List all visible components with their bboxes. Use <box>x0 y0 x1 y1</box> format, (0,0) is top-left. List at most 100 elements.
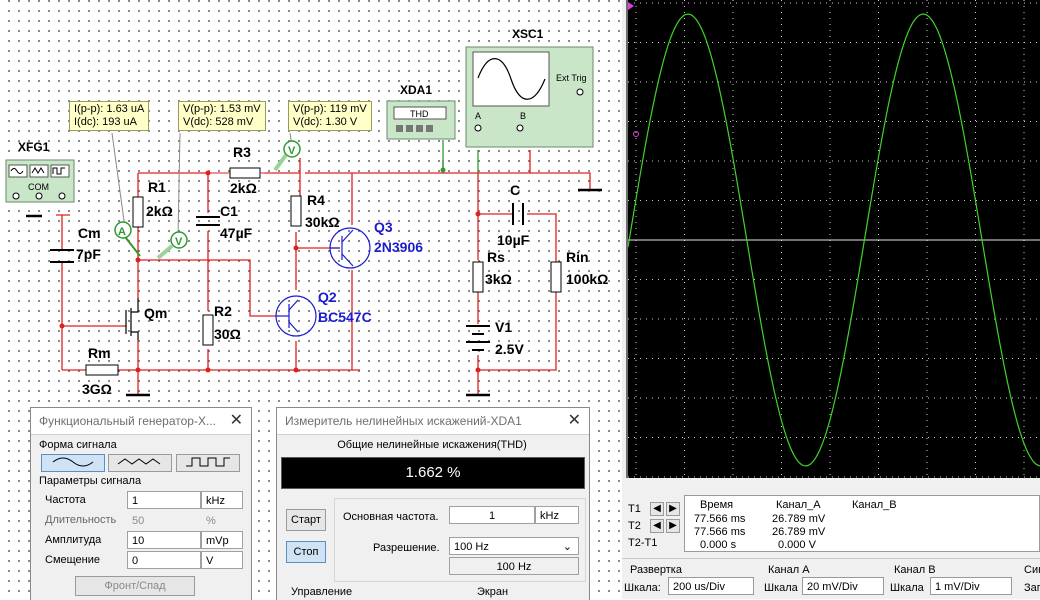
frequency-label: Частота <box>45 494 86 506</box>
row-t1-channel-a: 26.789 mV <box>772 513 826 525</box>
v1-name: V1 <box>495 319 512 335</box>
col-header-time: Время <box>700 499 734 511</box>
channel-b-section-label: Канал B <box>894 564 936 576</box>
duty-label: Длительность <box>45 514 117 526</box>
screen-label: Экран <box>477 586 509 598</box>
voltmeter-probe-2[interactable]: V <box>273 140 301 172</box>
transistor-q2[interactable] <box>275 295 317 337</box>
divider <box>622 558 1040 559</box>
probe-line: V(dc): 1.30 V <box>293 116 358 128</box>
square-wave-button[interactable] <box>176 454 240 472</box>
fundamental-label: Основная частота. <box>343 511 439 523</box>
oscilloscope-xsc1[interactable]: Ext Trig A B <box>465 46 594 148</box>
voltmeter-probe-1[interactable]: V <box>156 231 188 260</box>
channel-a-scale-input[interactable]: 20 mV/Div <box>802 577 884 595</box>
capacitor-cm[interactable] <box>50 249 74 263</box>
frequency-input[interactable]: 1 <box>127 491 201 509</box>
channel-a-trace <box>627 13 1040 467</box>
rm-name: Rm <box>88 345 111 361</box>
r2-value: 30Ω <box>214 326 241 342</box>
start-button[interactable]: Старт <box>286 509 326 531</box>
duty-unit: % <box>201 511 243 529</box>
rin-name: Rin <box>566 249 589 265</box>
resistor-r1[interactable] <box>132 196 144 228</box>
schematic-canvas[interactable]: R1 2kΩ R3 2kΩ C1 47µF R2 30Ω R4 30kΩ <box>0 0 622 599</box>
timebase-scale-input[interactable]: 200 us/Div <box>668 577 754 595</box>
t1-left-arrow-icon[interactable]: ◀ <box>650 502 664 516</box>
amplitude-unit[interactable]: mVp <box>201 531 243 549</box>
svg-text:A: A <box>118 226 126 238</box>
resistor-r3[interactable] <box>208 167 266 179</box>
t2-left-arrow-icon[interactable]: ◀ <box>650 519 664 533</box>
close-icon[interactable]: ✕ <box>229 412 243 429</box>
oscilloscope-screen[interactable] <box>626 0 1040 478</box>
thd-display: 1.662 % <box>281 457 585 489</box>
waveform-label: Форма сигнала <box>39 439 117 451</box>
window-title-text: Функциональный генератор-X... <box>39 414 216 428</box>
cm-name: Cm <box>78 225 101 241</box>
thd-label: Общие нелинейные искажения(THD) <box>337 439 527 451</box>
svg-text:Ext Trig: Ext Trig <box>556 73 587 83</box>
cursor-t2-label: T2 <box>628 520 641 532</box>
chevron-down-icon: ⌄ <box>562 541 572 553</box>
offset-unit[interactable]: V <box>201 551 243 569</box>
window-title-text: Измеритель нелинейных искажений-XDA1 <box>285 414 522 428</box>
ground-symbols <box>26 188 602 397</box>
control-label: Управление <box>291 586 353 598</box>
function-generator-xfg1[interactable]: COM <box>5 159 75 203</box>
fundamental-input[interactable]: 1 <box>449 506 535 524</box>
battery-v1[interactable] <box>466 325 490 351</box>
fundamental-unit[interactable]: kHz <box>535 506 579 524</box>
resistor-r2[interactable] <box>202 314 214 346</box>
frequency-unit[interactable]: kHz <box>201 491 243 509</box>
close-icon[interactable]: ✕ <box>567 412 581 429</box>
v1-value: 2.5V <box>495 341 524 357</box>
trigger-label: Зап <box>1024 582 1040 594</box>
svg-text:V: V <box>175 236 183 248</box>
rise-fall-button[interactable]: Фронт/Спад <box>75 576 195 596</box>
cursor-table <box>684 495 1040 552</box>
rs-name: Rs <box>487 249 505 265</box>
capacitor-c1[interactable] <box>196 216 220 226</box>
c-value: 10µF <box>497 232 530 248</box>
offset-input[interactable]: 0 <box>127 551 201 569</box>
ammeter-probe[interactable]: A <box>114 221 141 257</box>
timebase-scale-label: Шкала: <box>624 582 661 594</box>
sine-wave-button[interactable] <box>41 454 105 472</box>
qm-name: Qm <box>144 305 167 321</box>
probe-readout-current: I(p-p): 1.63 uA I(dc): 193 uA <box>69 101 150 131</box>
distortion-analyzer-xda1[interactable]: THD <box>386 100 456 140</box>
resolution-select[interactable]: 100 Hz ⌄ <box>449 537 579 555</box>
probe-line: I(p-p): 1.63 uA <box>74 103 145 115</box>
t2-right-arrow-icon[interactable]: ▶ <box>666 519 680 533</box>
oscilloscope-window: T1 T2 T2-T1 ◀ ▶ ◀ ▶ Время Канал_A Канал_… <box>622 0 1040 599</box>
transistor-qm[interactable] <box>125 298 139 340</box>
resistor-r4[interactable] <box>290 195 302 227</box>
resistor-rm[interactable] <box>85 364 119 376</box>
transistor-q3[interactable] <box>329 227 371 269</box>
channel-a-scale-label: Шкала <box>764 582 798 594</box>
stop-button[interactable]: Стоп <box>286 541 326 563</box>
resolution-label: Разрешение. <box>373 542 440 554</box>
channel-b-scale-input[interactable]: 1 mV/Div <box>930 577 1012 595</box>
c-name: C <box>510 182 520 198</box>
distortion-analyzer-window: Измеритель нелинейных искажений-XDA1 ✕ О… <box>276 407 590 600</box>
row-delta-time: 0.000 s <box>700 539 737 551</box>
params-label: Параметры сигнала <box>39 475 142 487</box>
resistor-rin[interactable] <box>550 261 562 293</box>
t1-right-arrow-icon[interactable]: ▶ <box>666 502 680 516</box>
r3-name: R3 <box>233 144 251 160</box>
amplitude-input[interactable]: 10 <box>127 531 201 549</box>
resolution-selected: 100 Hz <box>454 541 489 553</box>
r4-name: R4 <box>307 192 325 208</box>
sine-icon <box>52 457 94 467</box>
capacitor-c[interactable] <box>512 203 524 225</box>
q3-value: 2N3906 <box>374 239 423 255</box>
channel-a-section-label: Канал A <box>768 564 810 576</box>
triangle-wave-button[interactable] <box>108 454 172 472</box>
xfg-name: XFG1 <box>18 140 50 154</box>
timebase-section-label: Развертка <box>630 564 682 576</box>
channel-a-marker <box>633 131 639 137</box>
resistor-rs[interactable] <box>472 261 484 293</box>
probe-line: V(dc): 528 mV <box>183 116 254 128</box>
